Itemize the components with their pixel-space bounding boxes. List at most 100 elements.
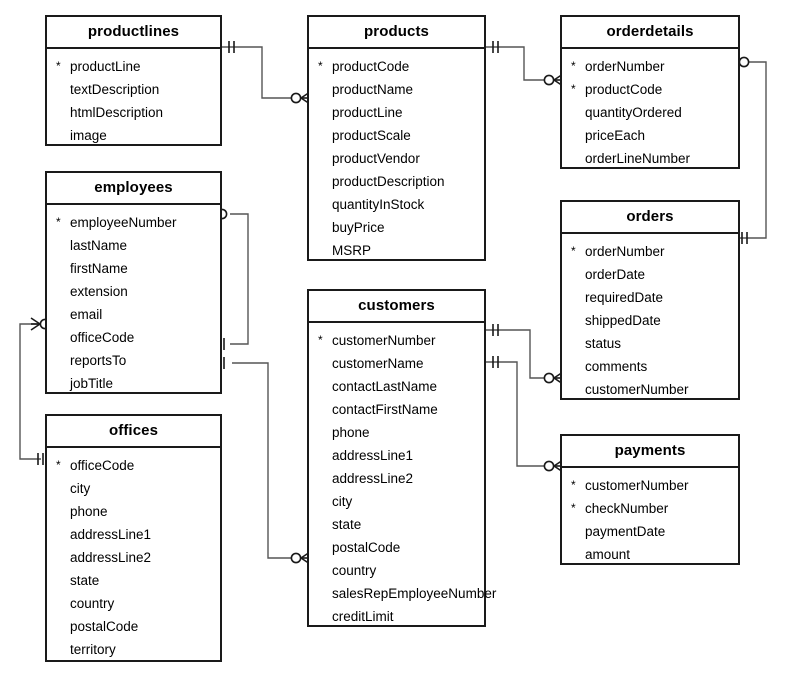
attribute-name: productLine (70, 59, 141, 74)
entity-title-products: products (309, 17, 484, 49)
attribute-row: phone (47, 500, 220, 523)
attribute-name: MSRP (332, 243, 372, 258)
attribute-name: salesRepEmployeeNumber (332, 586, 497, 601)
attribute-name: extension (70, 284, 128, 299)
attribute-row: officeCode (47, 326, 220, 349)
attribute-row: status (562, 332, 738, 355)
primary-key-attribute: * productCode (309, 55, 484, 78)
attribute-name: productCode (332, 59, 410, 74)
attribute-row: firstName (47, 257, 220, 280)
attribute-name: orderLineNumber (585, 151, 691, 166)
attribute-name: territory (70, 642, 116, 657)
attribute-name: requiredDate (585, 290, 664, 305)
attribute-row: extension (47, 280, 220, 303)
attribute-name: officeCode (70, 458, 135, 473)
attribute-row: city (47, 477, 220, 500)
attribute-name: officeCode (70, 330, 135, 345)
attribute-row: contactLastName (309, 375, 484, 398)
attribute-name: addressLine1 (70, 527, 152, 542)
attribute-name: image (70, 128, 107, 143)
attribute-name: productCode (585, 82, 663, 97)
attribute-row: textDescription (47, 78, 220, 101)
attribute-name: textDescription (70, 82, 160, 97)
attribute-name: country (70, 596, 115, 611)
attribute-name: priceEach (585, 128, 646, 143)
attribute-list-products: * productCode productName productLine produc… (309, 49, 484, 268)
attribute-name: buyPrice (332, 220, 385, 235)
attribute-row: productScale (309, 124, 484, 147)
attribute-list-employees: *employeeNumber lastName firstName extensio… (47, 205, 220, 401)
attribute-name: amount (585, 547, 631, 562)
attribute-row: productName (309, 78, 484, 101)
primary-key-icon: * (318, 333, 323, 347)
entity-orders[interactable]: orders * orderNumber orderDate requiredDate s… (560, 200, 740, 400)
attribute-row: state (309, 513, 484, 536)
attribute-row: contactFirstName (309, 398, 484, 421)
primary-key-icon: * (318, 59, 323, 73)
attribute-row: quantityInStock (309, 193, 484, 216)
attribute-row: jobTitle (47, 372, 220, 395)
attribute-name: orderNumber (585, 244, 665, 259)
attribute-name: comments (585, 359, 648, 374)
attribute-name: quantityOrdered (585, 105, 682, 120)
primary-key-icon: * (56, 59, 61, 73)
primary-key-attribute: *employeeNumber (47, 211, 220, 234)
attribute-row: paymentDate (562, 520, 738, 543)
attribute-name: jobTitle (70, 376, 114, 391)
attribute-row: addressLine1 (309, 444, 484, 467)
attribute-name: productLine (332, 105, 403, 120)
attribute-row: productLine (309, 101, 484, 124)
attribute-name: contactFirstName (332, 402, 438, 417)
attribute-name: customerNumber (332, 333, 436, 348)
entity-title-orders: orders (562, 202, 738, 234)
attribute-row: addressLine2 (47, 546, 220, 569)
attribute-row: state (47, 569, 220, 592)
primary-key-attribute: *officeCode (47, 454, 220, 477)
attribute-list-productlines: * productLine textDescription htmlDescripti… (47, 49, 220, 153)
attribute-name: paymentDate (585, 524, 666, 539)
attribute-name: productName (332, 82, 414, 97)
primary-key-attribute: *orderNumber (562, 55, 738, 78)
entity-products[interactable]: products * productCode productName productLi… (307, 15, 486, 261)
entity-title-payments: payments (562, 436, 738, 468)
attribute-row: requiredDate (562, 286, 738, 309)
attribute-list-orderdetails: *orderNumber*productCode quantityOrdered p… (562, 49, 738, 176)
attribute-row: buyPrice (309, 216, 484, 239)
attribute-row: reportsTo (47, 349, 220, 372)
attribute-row: city (309, 490, 484, 513)
attribute-row: orderDate (562, 263, 738, 286)
attribute-name: email (70, 307, 103, 322)
attribute-row: territory (47, 638, 220, 661)
relationship-products-orderdetails (486, 41, 564, 87)
primary-key-icon: * (571, 244, 576, 258)
attribute-name: orderDate (585, 267, 646, 282)
attribute-name: lastName (70, 238, 128, 253)
entity-orderdetails[interactable]: orderdetails *orderNumber*productCode quan… (560, 15, 740, 169)
attribute-name: country (332, 563, 377, 578)
attribute-name: shippedDate (585, 313, 661, 328)
attribute-name: phone (70, 504, 108, 519)
attribute-row: email (47, 303, 220, 326)
relationship-customers-payments (486, 356, 564, 473)
relationship-employees-customers (211, 357, 311, 565)
attribute-name: postalCode (332, 540, 401, 555)
attribute-name: htmlDescription (70, 105, 164, 120)
attribute-name: city (332, 494, 353, 509)
attribute-row: quantityOrdered (562, 101, 738, 124)
attribute-row: lastName (47, 234, 220, 257)
primary-key-attribute: *productCode (562, 78, 738, 101)
primary-key-attribute: *customerNumber (562, 474, 738, 497)
attribute-row: htmlDescription (47, 101, 220, 124)
attribute-name: status (585, 336, 622, 351)
attribute-name: creditLimit (332, 609, 394, 624)
relationship-customers-orders (486, 324, 564, 385)
entity-title-orderdetails: orderdetails (562, 17, 738, 49)
